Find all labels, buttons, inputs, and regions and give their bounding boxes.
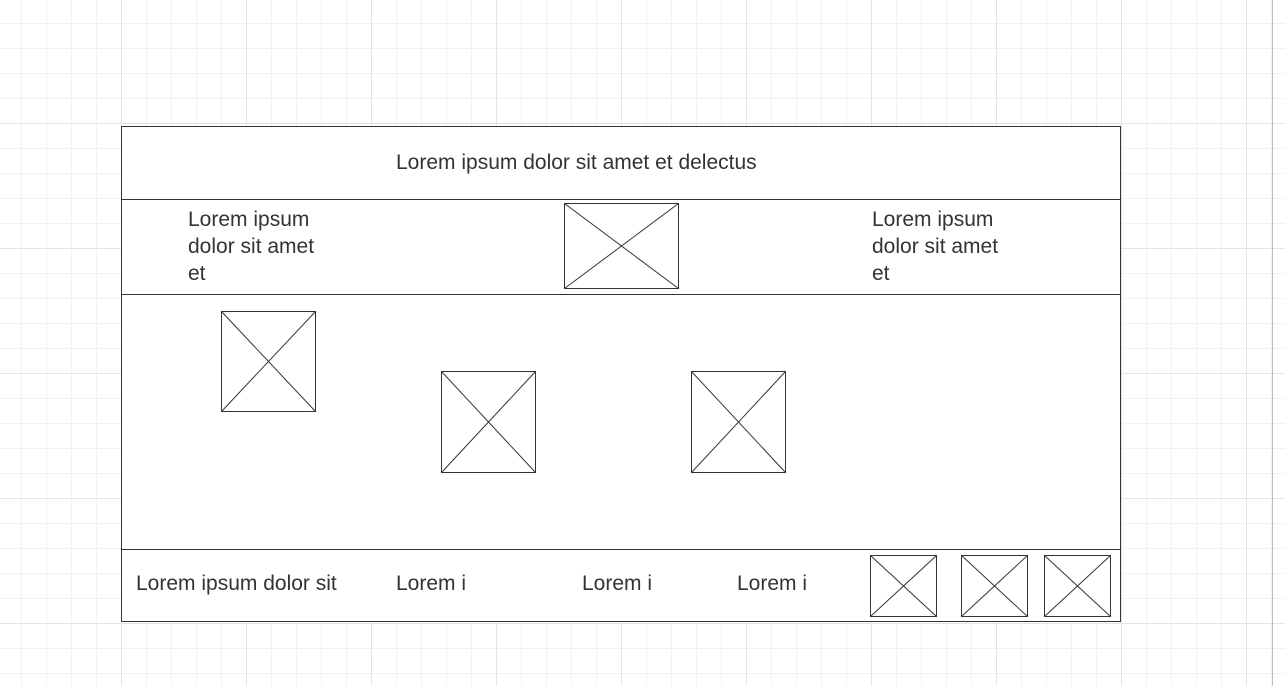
subheader-image-placeholder-icon — [564, 203, 679, 289]
footer-link[interactable]: Lorem i — [396, 572, 467, 595]
footer-link[interactable]: Lorem i — [582, 572, 653, 595]
content-image-placeholder-icon — [441, 371, 536, 473]
footer-band: Lorem ipsum dolor sit Lorem i Lorem i Lo… — [122, 550, 1120, 621]
header-band: Lorem ipsum dolor sit amet et delectus — [122, 127, 1120, 200]
content-image-placeholder-icon — [221, 311, 316, 412]
footer-text: Lorem ipsum dolor sit — [136, 572, 337, 595]
footer-image-placeholder-icon — [1044, 555, 1111, 617]
subheader-right-text: Lorem ipsum dolor sit amet et — [872, 208, 999, 285]
footer-image-placeholder-icon — [961, 555, 1028, 617]
content-image-placeholder-icon — [691, 371, 786, 473]
subheader-band: Lorem ipsum dolor sit amet et Lorem ipsu… — [122, 200, 1120, 295]
content-band — [122, 295, 1120, 550]
subheader-left-text: Lorem ipsum dolor sit amet et — [188, 208, 315, 285]
canvas-edge-line — [1272, 0, 1273, 686]
header-title: Lorem ipsum dolor sit amet et delectus — [396, 151, 757, 174]
footer-link[interactable]: Lorem i — [737, 572, 808, 595]
footer-image-placeholder-icon — [870, 555, 937, 617]
wireframe-page: Lorem ipsum dolor sit amet et delectus L… — [121, 126, 1121, 622]
